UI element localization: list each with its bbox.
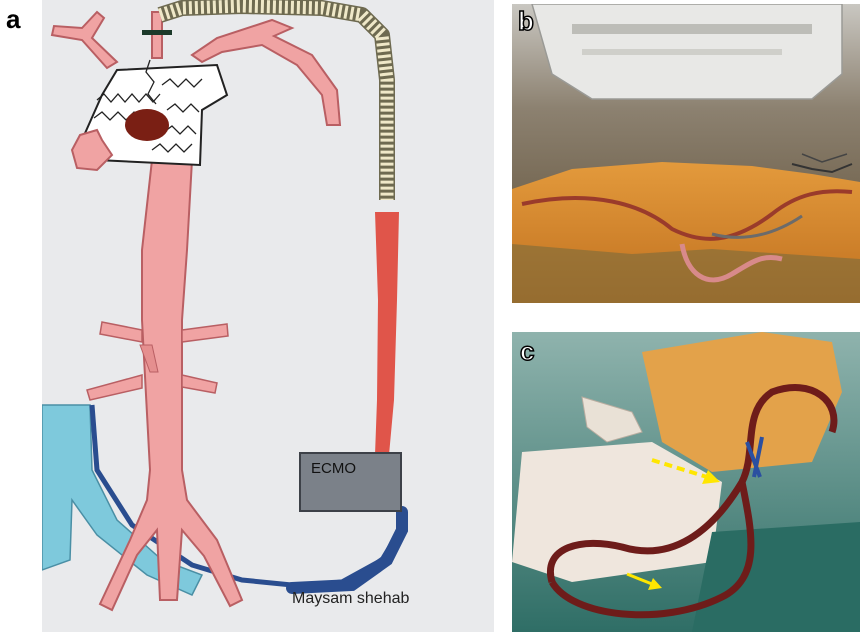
- lower-right-branch: [182, 375, 217, 393]
- panel-b-photo: [512, 4, 860, 303]
- ecmo-label: ECMO: [311, 460, 356, 477]
- return-cannula: [375, 212, 399, 455]
- right-renal-branch: [182, 324, 228, 342]
- panel-b-label: b: [518, 8, 534, 34]
- left-renal-branch: [100, 322, 142, 342]
- panel-c-photo: [512, 332, 860, 632]
- panel-c-label: c: [520, 338, 534, 364]
- author-credit: Maysam shehab: [292, 590, 409, 608]
- aorta-illustration: [42, 0, 494, 632]
- clamp: [142, 30, 172, 35]
- surgical-photo: [512, 4, 860, 303]
- thrombus: [125, 109, 169, 141]
- lower-left-branch: [87, 375, 142, 400]
- operating-field-photo: [512, 332, 860, 632]
- brachiocephalic-branch: [52, 12, 117, 68]
- panel-a-label: a: [6, 6, 20, 32]
- panel-a-illustration: [42, 0, 494, 632]
